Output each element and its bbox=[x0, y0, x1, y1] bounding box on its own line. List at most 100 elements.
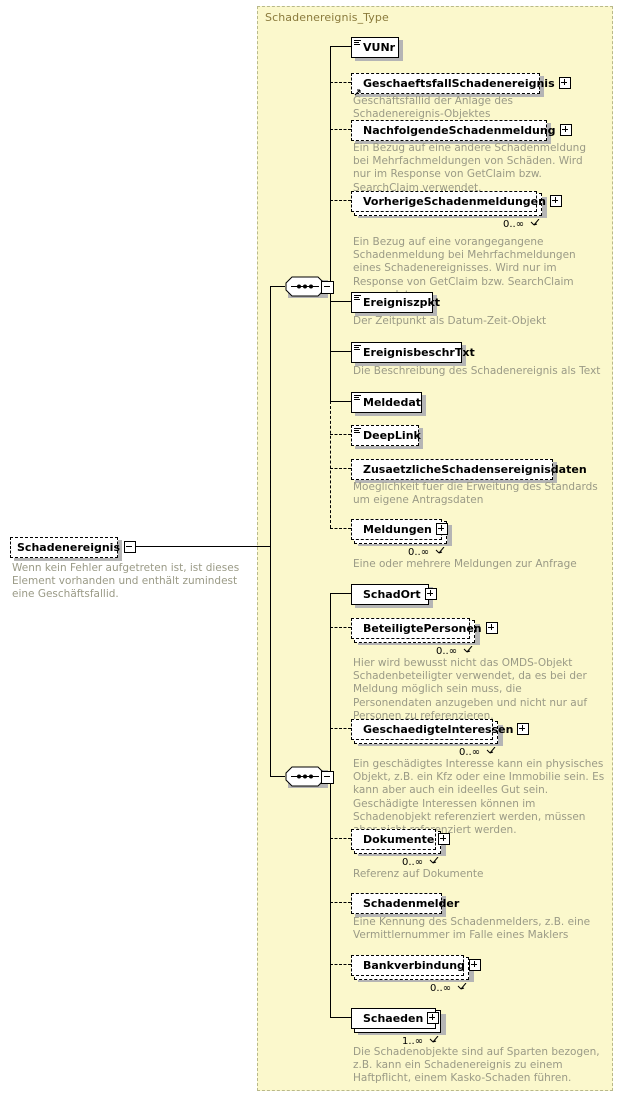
minus-expander-icon[interactable] bbox=[321, 281, 334, 294]
schema-element-Schadenmelder[interactable]: Schadenmelder bbox=[351, 892, 459, 917]
connector-line bbox=[270, 286, 271, 776]
schema-element-EreignisbeschrTxt[interactable]: EreignisbeschrTxt bbox=[351, 341, 475, 366]
multiplicity-hook bbox=[481, 741, 497, 760]
element-ref-arrow-icon bbox=[354, 83, 362, 96]
root-node-box[interactable]: Schadenereignis bbox=[10, 537, 137, 558]
sequence-symbol-top[interactable] bbox=[285, 276, 334, 298]
minus-expander-icon[interactable] bbox=[124, 541, 137, 553]
multiplicity-label: 0..∞ bbox=[430, 983, 452, 994]
plus-expander-icon[interactable] bbox=[485, 622, 498, 634]
connector-line bbox=[330, 627, 351, 628]
node-documentation: Hier wird bewusst nicht das OMDS-Objekt … bbox=[353, 657, 588, 722]
node-box[interactable]: SchadOrt bbox=[351, 584, 437, 605]
node-box[interactable]: Ereigniszpkt bbox=[351, 292, 440, 313]
schema-element-VorherigeSchadenmeldungen[interactable]: VorherigeSchadenmeldungen bbox=[351, 190, 562, 218]
schema-element-NachfolgendeSchadenmeldung[interactable]: NachfolgendeSchadenmeldung bbox=[351, 119, 572, 144]
multiplicity-hook bbox=[424, 1030, 440, 1049]
schema-element-Meldungen[interactable]: Meldungen bbox=[351, 518, 452, 546]
node-documentation: Ein geschädigtes Interesse kann ein phys… bbox=[353, 758, 605, 837]
node-box[interactable]: Meldedat bbox=[351, 392, 422, 413]
node-box[interactable]: Schaeden bbox=[351, 1008, 440, 1029]
node-box[interactable]: GeschaeftsfallSchadenereignis bbox=[351, 73, 571, 96]
plus-expander-icon[interactable] bbox=[424, 588, 437, 600]
node-label: GeschaeftsfallSchadenereignis bbox=[363, 77, 555, 90]
connector-line bbox=[330, 528, 351, 529]
node-label: GeschaedigteInteressen bbox=[363, 723, 514, 736]
root-element-Schadenereignis[interactable]: Schadenereignis bbox=[10, 536, 137, 561]
node-label: Schaeden bbox=[363, 1012, 424, 1025]
node-documentation: Ein Bezug auf eine andere Schadenmeldung… bbox=[353, 142, 586, 194]
connector-line bbox=[330, 82, 351, 83]
schema-element-SchadOrt[interactable]: SchadOrt bbox=[351, 583, 437, 608]
element-lines-icon bbox=[354, 345, 361, 352]
schema-element-BeteiligtePersonen[interactable]: BeteiligtePersonen bbox=[351, 617, 498, 645]
plus-expander-icon[interactable] bbox=[435, 523, 448, 535]
connector-line bbox=[330, 46, 331, 401]
node-box[interactable]: Dokumente bbox=[351, 829, 451, 850]
plus-expander-icon[interactable] bbox=[559, 124, 572, 136]
node-box[interactable]: Bankverbindung bbox=[351, 955, 481, 976]
plus-expander-icon[interactable] bbox=[438, 833, 451, 845]
schema-element-Dokumente[interactable]: Dokumente bbox=[351, 828, 451, 856]
plus-expander-icon[interactable] bbox=[549, 195, 562, 207]
node-label: Ereigniszpkt bbox=[363, 296, 441, 309]
node-box[interactable]: EreignisbeschrTxt bbox=[351, 342, 475, 363]
node-label: EreignisbeschrTxt bbox=[363, 346, 475, 359]
node-box[interactable]: DeepLink bbox=[351, 425, 421, 446]
node-box[interactable]: Meldungen bbox=[351, 519, 448, 540]
schema-element-Schaeden[interactable]: Schaeden bbox=[351, 1007, 446, 1035]
multiplicity-hook bbox=[458, 640, 474, 659]
plus-expander-icon[interactable] bbox=[517, 723, 530, 735]
schema-element-Bankverbindung[interactable]: Bankverbindung bbox=[351, 954, 481, 982]
sequence-symbol-bottom[interactable] bbox=[285, 766, 334, 788]
node-label: BeteiligtePersonen bbox=[363, 622, 482, 635]
node-box[interactable]: NachfolgendeSchadenmeldung bbox=[351, 120, 572, 141]
node-documentation: Referenz auf Dokumente bbox=[353, 868, 484, 880]
schema-element-ZusaetzlicheSchadensereignisdaten[interactable]: ZusaetzlicheSchadensereignisdaten bbox=[351, 458, 587, 483]
schema-element-Ereigniszpkt[interactable]: Ereigniszpkt bbox=[351, 291, 440, 316]
node-label: SchadOrt bbox=[363, 588, 421, 601]
plus-expander-icon[interactable] bbox=[427, 1012, 440, 1024]
schema-element-Meldedat[interactable]: Meldedat bbox=[351, 391, 426, 416]
connector-line bbox=[330, 434, 351, 435]
plus-expander-icon[interactable] bbox=[558, 77, 571, 89]
root-node-label: Schadenereignis bbox=[17, 541, 121, 554]
node-label: VUNr bbox=[363, 41, 396, 54]
multiplicity-hook bbox=[430, 541, 446, 560]
node-label: Schadenmelder bbox=[363, 897, 460, 910]
node-documentation: Der Zeitpunkt als Datum-Zeit-Objekt bbox=[353, 315, 547, 327]
connector-line bbox=[330, 401, 331, 528]
multiplicity-hook bbox=[424, 851, 440, 870]
node-label: Meldedat bbox=[363, 396, 422, 409]
connector-line bbox=[330, 46, 351, 47]
node-box[interactable]: VorherigeSchadenmeldungen bbox=[351, 191, 562, 212]
node-box[interactable]: Schadenmelder bbox=[351, 893, 459, 914]
sequence-icon bbox=[285, 766, 325, 787]
node-box[interactable]: GeschaedigteInteressen bbox=[351, 719, 530, 740]
node-documentation: Die Beschreibung des Schadenereignis als… bbox=[353, 365, 601, 377]
element-lines-icon bbox=[354, 428, 361, 435]
node-documentation: Eine oder mehrere Meldungen zur Anfrage bbox=[353, 558, 577, 570]
multiplicity-hook bbox=[525, 213, 541, 232]
node-label: NachfolgendeSchadenmeldung bbox=[363, 124, 556, 137]
schema-element-DeepLink[interactable]: DeepLink bbox=[351, 424, 423, 449]
node-documentation: Die Schadenobjekte sind auf Sparten bezo… bbox=[353, 1046, 600, 1085]
plus-expander-icon[interactable] bbox=[468, 959, 481, 971]
node-box[interactable]: VUNr bbox=[351, 37, 399, 58]
node-documentation: Eine Kennung des Schadenmelders, z.B. ei… bbox=[353, 916, 591, 942]
node-label: Bankverbindung bbox=[363, 959, 465, 972]
node-documentation: Geschäftsfallid der Anlage des Schadener… bbox=[353, 95, 513, 121]
schema-element-GeschaeftsfallSchadenereignis[interactable]: GeschaeftsfallSchadenereignis bbox=[351, 72, 571, 97]
node-box[interactable]: ZusaetzlicheSchadensereignisdaten bbox=[351, 459, 587, 480]
schema-element-VUNr[interactable]: VUNr bbox=[351, 36, 403, 61]
multiplicity-label: 0..∞ bbox=[402, 857, 424, 868]
minus-expander-icon[interactable] bbox=[321, 771, 334, 784]
node-label: Dokumente bbox=[363, 833, 435, 846]
connector-line bbox=[330, 401, 351, 402]
element-lines-icon bbox=[354, 395, 361, 402]
connector-line bbox=[330, 200, 351, 201]
node-box[interactable]: BeteiligtePersonen bbox=[351, 618, 498, 639]
schema-element-GeschaedigteInteressen[interactable]: GeschaedigteInteressen bbox=[351, 718, 530, 746]
connector-line bbox=[330, 129, 351, 130]
